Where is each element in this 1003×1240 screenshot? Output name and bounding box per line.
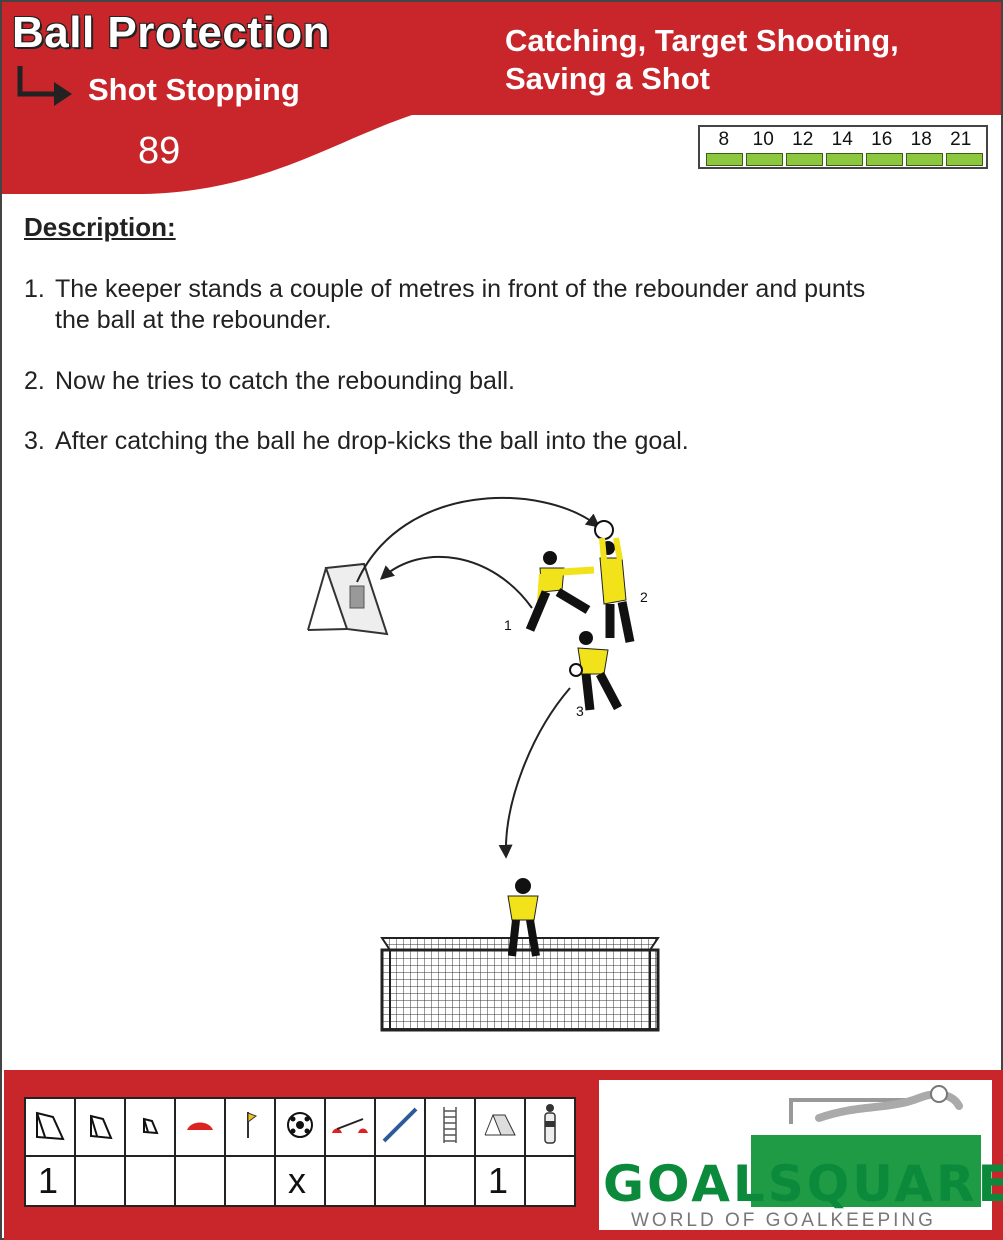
age-label: 21: [950, 129, 972, 150]
diagram-label-3: 3: [576, 703, 584, 719]
age-group-indicator: 8 10 12 14 16 18 21: [698, 125, 988, 169]
goalsquare-logo: GOALSQUARE WORLD OF GOALKEEPING: [599, 1080, 1003, 1231]
step-text: The keeper stands a couple of metres in …: [55, 275, 866, 303]
age-label: 10: [752, 129, 774, 150]
diagram-label-1: 1: [504, 617, 512, 633]
drill-topics: Catching, Target Shooting, Saving a Shot: [505, 22, 975, 98]
equipment-count: [524, 1155, 576, 1207]
ball-icon: [274, 1097, 326, 1157]
step-text: Now he tries to catch the rebounding bal…: [55, 367, 515, 395]
age-label: 14: [831, 129, 853, 150]
age-bar: [706, 153, 743, 166]
ball-path-dropkick: [498, 687, 571, 859]
pole-icon: [374, 1097, 426, 1157]
description-heading: Description:: [24, 212, 176, 242]
header-background: [2, 2, 1001, 194]
drill-subtitle: Shot Stopping: [88, 72, 300, 107]
dummy-icon: [524, 1097, 576, 1157]
keeper-in-goal: [507, 878, 540, 957]
diagram-label-2: 2: [640, 589, 648, 605]
age-bar: [826, 153, 863, 166]
step-text-continued: the ball at the rebounder.: [55, 306, 332, 334]
goalkeeper-silhouette-icon: [789, 1085, 963, 1124]
age-bar: [786, 153, 823, 166]
flag-icon: [224, 1097, 276, 1157]
age-label: 18: [910, 129, 932, 150]
topics-line-1: Catching, Target Shooting,: [505, 23, 899, 58]
equipment-table: 1 x 1: [24, 1097, 576, 1207]
ball-path-punt: [379, 556, 533, 609]
sub-arrow-icon: [17, 66, 72, 106]
small-goal-icon: [124, 1097, 176, 1157]
equipment-count: [74, 1155, 126, 1207]
logo-brand: GOALSQUARE: [603, 1155, 1003, 1213]
description-step-1: 1. The keeper stands a couple of metres i…: [24, 274, 865, 336]
age-label: 16: [871, 129, 893, 150]
equipment-count: [424, 1155, 476, 1207]
logo-green-block: [751, 1135, 981, 1207]
age-label: 12: [792, 129, 814, 150]
equipment-count: [174, 1155, 226, 1207]
step-text: After catching the ball he drop-kicks th…: [55, 427, 689, 455]
drill-diagram: 1 2 3: [307, 496, 660, 1032]
hurdle-icon: [324, 1097, 376, 1157]
cone-icon: [174, 1097, 226, 1157]
age-bar: [746, 153, 783, 166]
keeper-1: [525, 551, 595, 632]
step-number: 3.: [24, 427, 45, 455]
goal: [380, 937, 660, 1032]
drill-number: 89: [138, 130, 181, 172]
step-number: 1.: [24, 275, 45, 303]
rebounder-icon: [474, 1097, 526, 1157]
equipment-count: 1: [474, 1155, 526, 1207]
ladder-icon: [424, 1097, 476, 1157]
logo-tagline: WORLD OF GOALKEEPING: [631, 1210, 936, 1231]
equipment-count: [224, 1155, 276, 1207]
ball-path-rebound: [356, 496, 601, 583]
keeper-3: [569, 631, 622, 711]
step-number: 2.: [24, 367, 45, 395]
drill-title: Ball Protection: [12, 8, 330, 57]
equipment-count: x: [274, 1155, 326, 1207]
age-label: 8: [718, 129, 730, 150]
description-step-3: 3. After catching the ball he drop-kicks …: [24, 426, 689, 457]
age-bar: [906, 153, 943, 166]
equipment-count: [374, 1155, 426, 1207]
equipment-count: [124, 1155, 176, 1207]
medium-goal-icon: [74, 1097, 126, 1157]
equipment-count: [324, 1155, 376, 1207]
age-bar: [866, 153, 903, 166]
rebounder: [307, 562, 389, 636]
equipment-count: 1: [24, 1155, 76, 1207]
age-bar: [946, 153, 983, 166]
large-goal-icon: [24, 1097, 76, 1157]
topics-line-2: Saving a Shot: [505, 61, 710, 96]
description-step-2: 2. Now he tries to catch the rebounding b…: [24, 366, 515, 397]
keeper-2: [594, 520, 635, 643]
